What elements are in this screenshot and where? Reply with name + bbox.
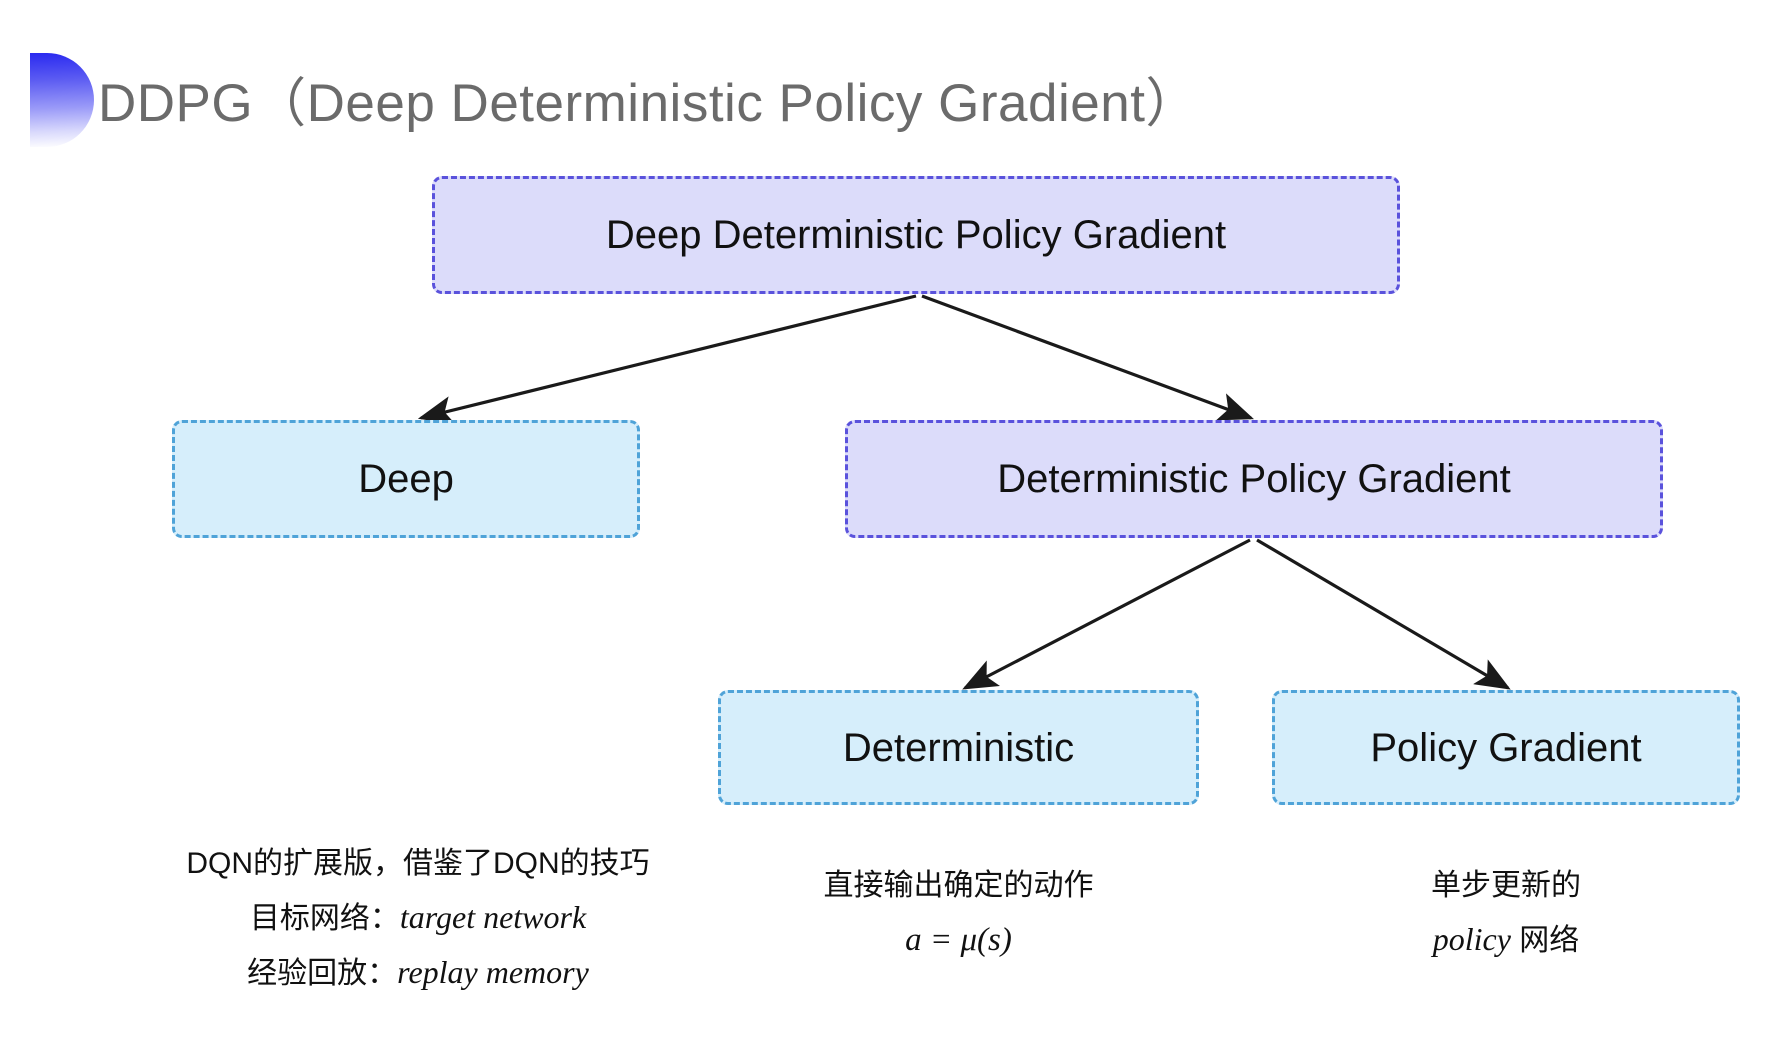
node-deep-deterministic-policy-gradient[interactable]: Deep Deterministic Policy Gradient xyxy=(432,176,1400,294)
edge-root-to-dpg xyxy=(921,294,1255,421)
caption-policy-gradient-line-1: 单步更新的 xyxy=(1431,869,1581,902)
page-title: DDPG（Deep Deterministic Policy Gradient） xyxy=(98,74,1199,133)
caption-deep-line-2: 目标网络：target network xyxy=(148,890,688,945)
edge-root-to-deep xyxy=(417,294,917,425)
caption-deterministic-formula: a = μ(s) xyxy=(905,921,1012,958)
edge-dpg-to-policy-gradient xyxy=(1256,538,1511,690)
caption-policy-gradient-suffix: 网络 xyxy=(1510,923,1580,957)
caption-policy-gradient-line-2: policy 网络 xyxy=(1272,912,1740,967)
caption-deep-line-3-label: 经验回放： xyxy=(247,956,398,990)
caption-deterministic: 直接输出确定的动作 a = μ(s) xyxy=(718,860,1199,968)
node-deterministic[interactable]: Deterministic xyxy=(718,690,1199,805)
node-deterministic-policy-gradient[interactable]: Deterministic Policy Gradient xyxy=(845,420,1663,538)
caption-deep-line-1: DQN的扩展版，借鉴了DQN的技巧 xyxy=(186,847,650,880)
caption-deep-line-3: 经验回放：replay memory xyxy=(148,945,688,1000)
caption-policy-gradient: 单步更新的 policy 网络 xyxy=(1272,860,1740,967)
caption-policy-gradient-term: policy xyxy=(1432,920,1511,957)
caption-deep-line-2-term: target network xyxy=(399,898,587,935)
node-policy-gradient[interactable]: Policy Gradient xyxy=(1272,690,1740,805)
caption-deep-line-3-term: replay memory xyxy=(397,953,589,990)
caption-deterministic-line-1: 直接输出确定的动作 xyxy=(823,869,1094,902)
node-deep[interactable]: Deep xyxy=(172,420,640,538)
caption-deep-line-2-label: 目标网络： xyxy=(249,901,400,935)
caption-deep: DQN的扩展版，借鉴了DQN的技巧 目标网络：target network 经验… xyxy=(148,838,688,1000)
edge-dpg-to-deterministic xyxy=(962,538,1251,690)
half-circle-gradient-icon xyxy=(30,53,94,147)
